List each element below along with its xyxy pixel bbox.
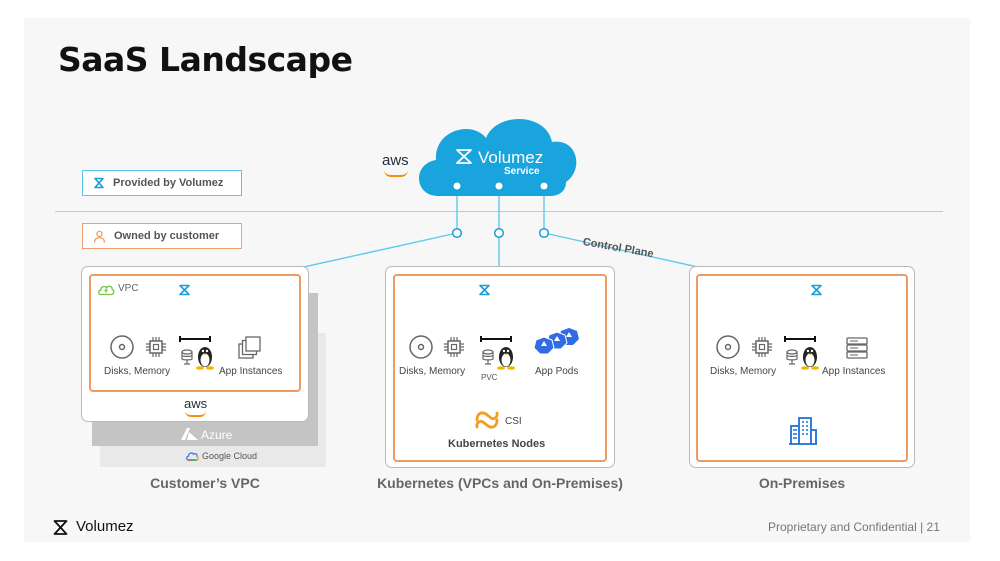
database-linux-icon — [179, 336, 214, 370]
building-icon — [789, 417, 817, 445]
disk-icon — [409, 335, 433, 359]
legend-owned-by-customer: Owned by customer — [82, 223, 242, 249]
onprem-inner-box — [696, 274, 908, 462]
csi-label: CSI — [505, 416, 522, 427]
vpc-card — [81, 266, 309, 422]
kubernetes-pod-icon — [533, 328, 579, 355]
k8s-caption: Kubernetes (VPCs and On-Premises) — [377, 475, 623, 491]
server-rack-icon — [846, 337, 868, 359]
volumez-logo-icon — [94, 177, 104, 189]
k8s-disks-label: Disks, Memory — [399, 366, 466, 377]
chip-icon — [444, 337, 464, 357]
footer-confidential: Proprietary and Confidential | 21 — [768, 520, 940, 534]
app-instances-icon — [238, 336, 261, 359]
vpc-inner-box — [89, 274, 301, 392]
k8s-nodes-label: Kubernetes Nodes — [448, 438, 546, 450]
chip-icon — [752, 337, 772, 357]
onprem-disks-label: Disks, Memory — [710, 366, 777, 377]
vpc-cloud-icon — [98, 285, 115, 296]
legend-provided-label: Provided by Volumez — [113, 177, 224, 189]
person-icon — [93, 230, 106, 243]
vpc-disks-label: Disks, Memory — [104, 366, 171, 377]
aws-logo-top: aws — [382, 152, 409, 169]
disk-icon — [110, 335, 134, 359]
volumez-logo-icon — [811, 284, 822, 296]
k8s-pvc-label: PVC — [481, 373, 498, 382]
volumez-logo-icon — [53, 520, 68, 535]
azure-label: Azure — [201, 428, 233, 442]
cloud-volumez-logo-icon — [456, 149, 472, 164]
legend-owned-label: Owned by customer — [114, 230, 220, 242]
aws-logo-vpc: aws — [184, 396, 208, 411]
azure-logo-icon — [181, 428, 198, 440]
disk-icon — [716, 335, 740, 359]
aws-vpc-smile-icon — [185, 411, 206, 417]
vpc-label: VPC — [118, 283, 139, 294]
legend-provided-by-volumez: Provided by Volumez — [82, 170, 242, 196]
database-linux-icon — [480, 336, 515, 370]
cloud-title: Volumez — [478, 148, 544, 167]
chip-icon — [146, 337, 166, 357]
csi-icon — [475, 411, 499, 429]
volumez-logo-icon — [179, 284, 190, 296]
k8s-inner-box — [393, 274, 607, 462]
cloud-icon — [418, 118, 577, 196]
aws-smile-icon — [384, 170, 408, 177]
volumez-logo-icon — [479, 284, 490, 296]
vpc-caption: Customer’s VPC — [150, 475, 260, 491]
google-cloud-label: Google Cloud — [202, 451, 258, 461]
onprem-apps-label: App Instances — [822, 366, 886, 377]
database-linux-icon — [784, 336, 819, 370]
google-cloud-icon — [185, 452, 199, 461]
footer-brand: Volumez — [76, 518, 134, 535]
onprem-caption: On-Premises — [758, 475, 846, 491]
cloud-subtitle: Service — [504, 166, 540, 177]
slide-title: SaaS Landscape — [58, 40, 353, 79]
vpc-apps-label: App Instances — [219, 366, 283, 377]
k8s-apps-label: App Pods — [535, 366, 579, 377]
